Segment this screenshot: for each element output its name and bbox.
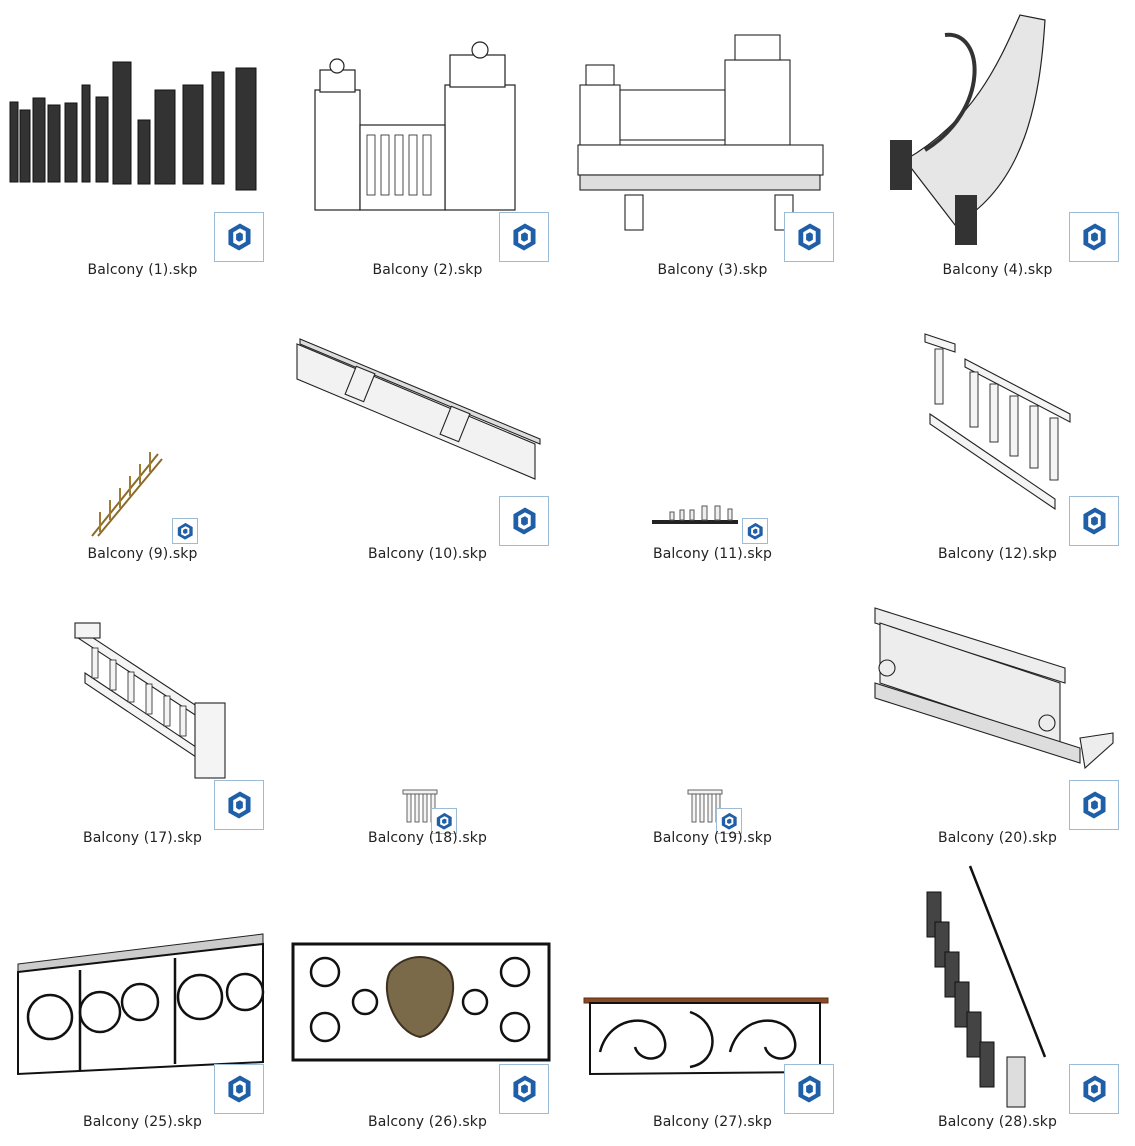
file-tile[interactable]: Balcony (11).skp: [570, 284, 855, 568]
file-tile[interactable]: Balcony (28).skp: [855, 852, 1135, 1136]
sketchup-file-icon: [784, 1064, 834, 1114]
file-thumbnail: [855, 852, 1135, 1108]
file-thumbnail: [285, 568, 570, 824]
file-thumbnail: [855, 284, 1135, 540]
file-name-label: Balcony (17).skp: [82, 830, 203, 846]
file-tile[interactable]: Balcony (20).skp: [855, 568, 1135, 852]
sketchup-file-icon: [716, 808, 742, 834]
sketchup-file-icon: [499, 496, 549, 546]
file-name-label: Balcony (1).skp: [87, 262, 198, 278]
file-name-label: Balcony (18).skp: [367, 830, 488, 846]
file-thumbnail: [570, 284, 855, 540]
file-name-label: Balcony (2).skp: [372, 262, 483, 278]
file-name-label: Balcony (4).skp: [942, 262, 1053, 278]
file-tile[interactable]: Balcony (26).skp: [285, 852, 570, 1136]
file-thumbnail: [855, 0, 1135, 256]
sketchup-file-icon: [1069, 1064, 1119, 1114]
sketchup-file-icon: [499, 1064, 549, 1114]
file-thumbnail: [0, 284, 285, 540]
file-name-label: Balcony (11).skp: [652, 546, 773, 562]
file-tile[interactable]: Balcony (27).skp: [570, 852, 855, 1136]
file-thumbnail: [285, 852, 570, 1108]
file-thumbnail: [855, 568, 1135, 824]
file-name-label: Balcony (9).skp: [87, 546, 198, 562]
file-tile[interactable]: Balcony (12).skp: [855, 284, 1135, 568]
file-thumbnail: [0, 852, 285, 1108]
file-name-label: Balcony (28).skp: [937, 1114, 1058, 1130]
file-name-label: Balcony (27).skp: [652, 1114, 773, 1130]
sketchup-file-icon: [214, 212, 264, 262]
file-tile[interactable]: Balcony (9).skp: [0, 284, 285, 568]
file-tile[interactable]: Balcony (18).skp: [285, 568, 570, 852]
file-tile[interactable]: Balcony (1).skp: [0, 0, 285, 284]
file-thumbnail: [0, 0, 285, 256]
sketchup-file-icon: [499, 212, 549, 262]
sketchup-file-icon: [1069, 496, 1119, 546]
file-name-label: Balcony (12).skp: [937, 546, 1058, 562]
sketchup-file-icon: [431, 808, 457, 834]
file-tile[interactable]: Balcony (10).skp: [285, 284, 570, 568]
file-tile[interactable]: Balcony (17).skp: [0, 568, 285, 852]
file-name-label: Balcony (19).skp: [652, 830, 773, 846]
file-thumbnail: [285, 0, 570, 256]
sketchup-file-icon: [1069, 212, 1119, 262]
file-thumbnail: [570, 568, 855, 824]
file-thumbnail: [285, 284, 570, 540]
file-tile[interactable]: Balcony (19).skp: [570, 568, 855, 852]
sketchup-file-icon: [784, 212, 834, 262]
file-thumbnail: [570, 0, 855, 256]
file-tile[interactable]: Balcony (2).skp: [285, 0, 570, 284]
sketchup-file-icon: [214, 1064, 264, 1114]
sketchup-file-icon: [172, 518, 198, 544]
sketchup-file-icon: [742, 518, 768, 544]
file-name-label: Balcony (25).skp: [82, 1114, 203, 1130]
file-tile[interactable]: Balcony (3).skp: [570, 0, 855, 284]
file-thumbnail: [0, 568, 285, 824]
sketchup-file-icon: [1069, 780, 1119, 830]
file-tile[interactable]: Balcony (25).skp: [0, 852, 285, 1136]
file-name-label: Balcony (3).skp: [657, 262, 768, 278]
file-name-label: Balcony (20).skp: [937, 830, 1058, 846]
file-name-label: Balcony (26).skp: [367, 1114, 488, 1130]
file-tile[interactable]: Balcony (4).skp: [855, 0, 1135, 284]
file-name-label: Balcony (10).skp: [367, 546, 488, 562]
sketchup-file-icon: [214, 780, 264, 830]
